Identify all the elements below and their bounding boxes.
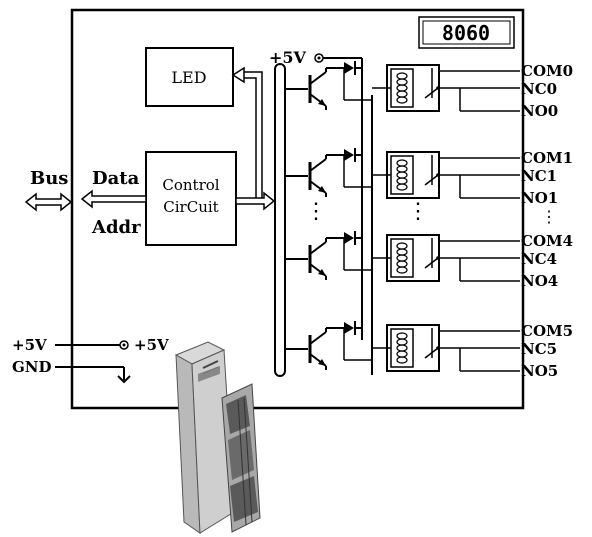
channel-ellipsis-left: ⋮	[305, 199, 327, 224]
relay-coil-icon	[396, 159, 408, 191]
data-arrow-icon	[80, 189, 147, 209]
transistor-icon	[308, 158, 327, 194]
transistor-icon	[308, 71, 327, 107]
com-label: COM5	[521, 322, 573, 340]
led-label: LED	[171, 68, 206, 87]
bus-label: Bus	[30, 168, 68, 189]
led-feed-arrow-icon	[231, 66, 263, 198]
model-badge-inner	[422, 20, 511, 45]
bus-arrow-icon	[24, 192, 73, 212]
transistor-icon	[308, 331, 327, 367]
plus5v-top-label: +5V	[269, 48, 307, 67]
transistor-icon	[308, 241, 327, 277]
internal-bus-bar	[274, 63, 286, 377]
data-label: Data	[92, 168, 140, 189]
channel-ellipsis-right: ⋮	[541, 207, 557, 226]
relay-switch-icon	[424, 155, 440, 186]
plus5v-internal-label: +5V	[134, 336, 169, 354]
relay-coil-icon	[396, 242, 408, 274]
no-label: NO0	[521, 102, 558, 120]
com-label: COM0	[521, 62, 573, 80]
module-photo	[174, 341, 261, 534]
relay-coil-icon	[396, 332, 408, 364]
nc-label: NC5	[521, 340, 557, 358]
relay-coil-icon	[396, 72, 408, 104]
no-label: NO1	[521, 189, 558, 207]
gnd-label: GND	[12, 358, 52, 376]
ground-icon	[117, 375, 131, 384]
model-badge-box	[418, 16, 515, 49]
nc-label: NC4	[521, 250, 557, 268]
plus5v-input-label: +5V	[12, 336, 47, 354]
model-badge-label: 8060	[442, 21, 490, 45]
no-label: NO4	[521, 272, 558, 290]
com-label: COM4	[521, 232, 573, 250]
led-block	[145, 47, 234, 107]
channel-ellipsis-mid: ⋮	[407, 199, 429, 224]
control-to-bus-arrow-icon	[235, 191, 276, 211]
control-circuit-label-1: Control	[162, 176, 219, 194]
no-label: NO5	[521, 362, 558, 380]
control-circuit-label-2: CirCuit	[163, 198, 218, 216]
nc-label: NC0	[521, 80, 557, 98]
nc-label: NC1	[521, 167, 557, 185]
com-label: COM1	[521, 149, 573, 167]
addr-label: Addr	[91, 217, 141, 238]
